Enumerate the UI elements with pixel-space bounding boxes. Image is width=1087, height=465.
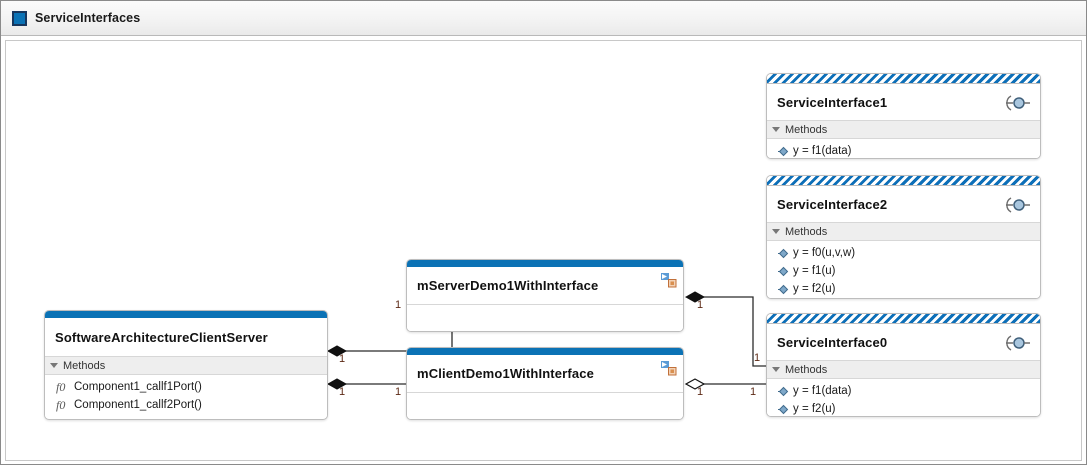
block-header-bar-hatched [767,74,1040,84]
methods-section-label: Methods [63,359,106,372]
method-row[interactable]: f0 Component1_callf1Port() [45,378,327,396]
chevron-down-icon[interactable] [772,367,780,372]
method-row[interactable]: y = f1(u) [767,262,1040,280]
methods-section-header[interactable]: Methods [767,360,1040,379]
block-title-row: mServerDemo1WithInterface [407,267,683,304]
block-title-row: SoftwareArchitectureClientServer [45,318,327,356]
block-header-bar-hatched [767,176,1040,186]
diagram-canvas[interactable]: 1 1 1 1 1 1 1 1 SoftwareArchitectureClie… [5,40,1082,461]
block-software-architecture-client-server[interactable]: SoftwareArchitectureClientServer Methods… [44,310,328,420]
methods-section-header[interactable]: Methods [45,356,327,375]
block-m-client-demo1-with-interface[interactable]: mClientDemo1WithInterface [406,347,684,420]
method-label: y = f1(data) [793,145,852,157]
multiplicity-label: 1 [754,352,761,364]
method-row[interactable]: y = f2(u) [767,400,1040,416]
method-row[interactable]: y = f0(u,v,w) [767,244,1040,262]
chevron-down-icon[interactable] [772,127,780,132]
methods-list: y = f1(data) [767,139,1040,158]
method-row[interactable]: y = f1(data) [767,142,1040,158]
multiplicity-label: 1 [395,299,402,311]
method-label: y = f0(u,v,w) [793,247,856,259]
methods-section-header[interactable]: Methods [767,120,1040,139]
block-title: ServiceInterface0 [777,334,888,350]
block-title-row: ServiceInterface0 [767,324,1040,360]
model-reference-icon [661,273,677,288]
block-title: ServiceInterface2 [777,196,888,212]
lollipop-interface-icon [1006,335,1030,351]
model-reference-icon [661,361,677,376]
operation-icon [778,266,789,276]
block-title: mServerDemo1WithInterface [417,278,599,293]
block-m-server-demo1-with-interface[interactable]: mServerDemo1WithInterface [406,259,684,332]
block-title: ServiceInterface1 [777,94,888,110]
block-service-interface-0[interactable]: ServiceInterface0 Methods [766,313,1041,417]
window-title-bar: ServiceInterfaces [1,1,1086,36]
multiplicity-label: 1 [395,386,402,398]
methods-section-label: Methods [785,123,828,136]
multiplicity-label: 1 [697,386,704,398]
chevron-down-icon[interactable] [772,229,780,234]
method-row[interactable]: f0 Component1_callf2Port() [45,396,327,414]
lollipop-interface-icon [1006,95,1030,111]
block-header-bar [407,260,683,267]
operation-icon [778,146,789,156]
operation-icon [778,386,789,396]
multiplicity-label: 1 [697,299,704,311]
operation-icon [778,404,789,414]
operation-icon [778,284,789,294]
methods-list: y = f1(data) y = f2(u) [767,379,1040,416]
method-label: y = f2(u) [793,403,836,415]
block-title: SoftwareArchitectureClientServer [55,329,268,345]
empty-compartment [407,304,683,331]
function-icon: f0 [56,380,66,394]
function-icon: f0 [56,398,66,412]
block-title-row: mClientDemo1WithInterface [407,355,683,392]
methods-section-label: Methods [785,225,828,238]
block-header-bar [45,311,327,318]
method-label: y = f1(data) [793,385,852,397]
block-title-row: ServiceInterface2 [767,186,1040,222]
method-label: y = f2(u) [793,283,836,295]
methods-list: y = f0(u,v,w) y = f1(u) y = f2(u) [767,241,1040,298]
block-header-bar-hatched [767,314,1040,324]
multiplicity-label: 1 [339,353,346,365]
method-row[interactable]: y = f1(data) [767,382,1040,400]
methods-list: f0 Component1_callf1Port() f0 Component1… [45,375,327,418]
method-label: Component1_callf1Port() [74,381,202,393]
page-title: ServiceInterfaces [35,11,141,25]
block-service-interface-2[interactable]: ServiceInterface2 Methods [766,175,1041,299]
block-service-interface-1[interactable]: ServiceInterface1 Methods [766,73,1041,159]
multiplicity-label: 1 [750,386,757,398]
methods-section-label: Methods [785,363,828,376]
method-label: Component1_callf2Port() [74,399,202,411]
method-row[interactable]: y = f2(u) [767,280,1040,298]
methods-section-header[interactable]: Methods [767,222,1040,241]
lollipop-interface-icon [1006,197,1030,213]
blue-square-icon [12,10,27,26]
chevron-down-icon[interactable] [50,363,58,368]
block-title-row: ServiceInterface1 [767,84,1040,120]
empty-compartment [407,392,683,419]
block-header-bar [407,348,683,355]
block-title: mClientDemo1WithInterface [417,366,594,381]
method-label: y = f1(u) [793,265,836,277]
operation-icon [778,248,789,258]
multiplicity-label: 1 [339,386,346,398]
